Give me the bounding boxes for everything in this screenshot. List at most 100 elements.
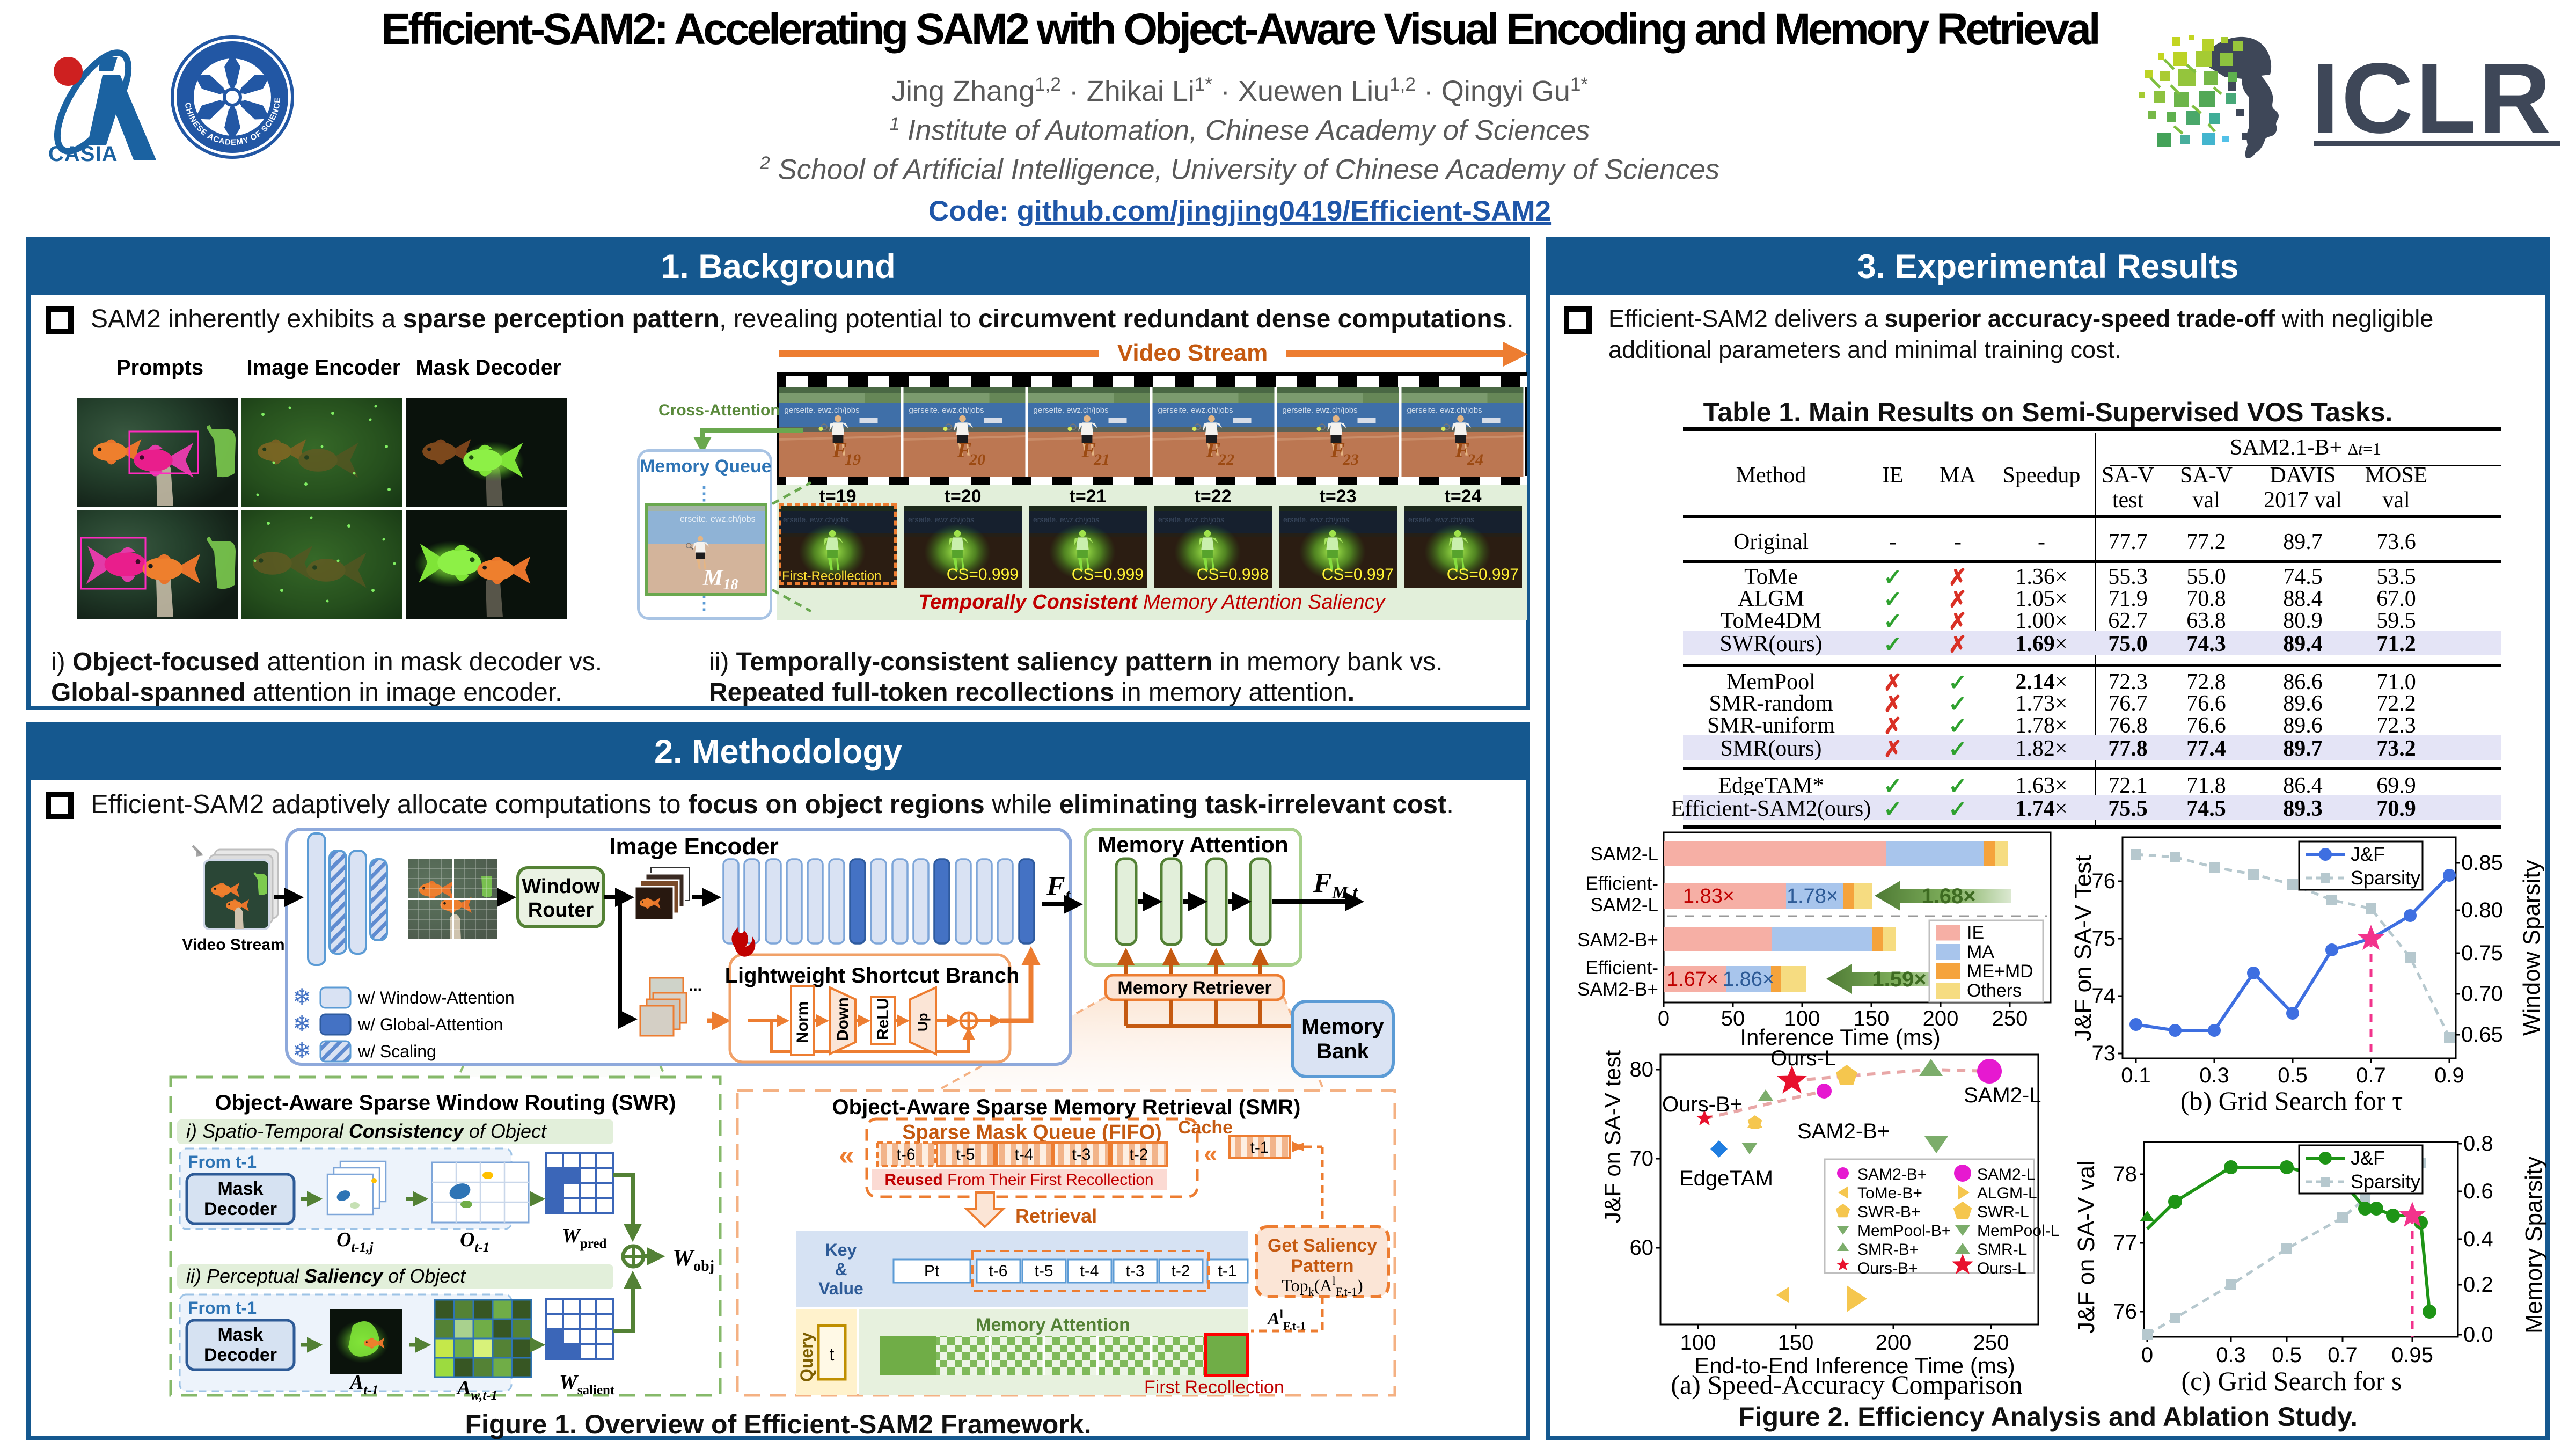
svg-text:Ours-B+: Ours-B+ bbox=[1662, 1093, 1743, 1116]
svg-text:Pt: Pt bbox=[924, 1262, 940, 1280]
svg-text:J&F on SA-V test: J&F on SA-V test bbox=[1600, 1050, 1625, 1223]
svg-text:SAM2-B+: SAM2-B+ bbox=[1797, 1119, 1890, 1143]
svg-text:Ours-L: Ours-L bbox=[1977, 1260, 2026, 1277]
svg-text:1.59×: 1.59× bbox=[1872, 968, 1926, 991]
svg-text:SAM2-B+: SAM2-B+ bbox=[1857, 1166, 1927, 1183]
svg-text:t-5: t-5 bbox=[1034, 1262, 1053, 1280]
svg-text:Memory Sparsity: Memory Sparsity bbox=[2521, 1157, 2547, 1334]
svg-text:0.5: 0.5 bbox=[2278, 1064, 2308, 1087]
svg-text:Cache: Cache bbox=[1178, 1117, 1233, 1138]
svg-text:0.0: 0.0 bbox=[2463, 1323, 2493, 1346]
svg-text:Sparsity: Sparsity bbox=[2351, 867, 2420, 889]
svg-text:Reused From Their First Recoll: Reused From Their First Recollection bbox=[884, 1171, 1153, 1189]
svg-text:0.70: 0.70 bbox=[2461, 982, 2503, 1006]
svg-text:MA: MA bbox=[1967, 942, 1994, 962]
svg-text:t-6: t-6 bbox=[896, 1146, 915, 1163]
svg-text:0.5: 0.5 bbox=[2272, 1343, 2302, 1367]
svg-text:MemPool-B+: MemPool-B+ bbox=[1857, 1222, 1951, 1240]
svg-text:Memory: Memory bbox=[1301, 1015, 1384, 1038]
svg-text:Memory Retriever: Memory Retriever bbox=[1117, 978, 1271, 998]
svg-text:Up: Up bbox=[914, 1013, 931, 1031]
svg-text:1.78×: 1.78× bbox=[1787, 885, 1838, 908]
svg-text:(a) Speed-Accuracy Comparison: (a) Speed-Accuracy Comparison bbox=[1671, 1370, 2022, 1400]
svg-text:SAM2-L: SAM2-L bbox=[1977, 1166, 2035, 1183]
svg-text:Pattern: Pattern bbox=[1291, 1256, 1353, 1276]
svg-text:Down: Down bbox=[834, 997, 852, 1041]
svg-text:❄: ❄ bbox=[292, 1038, 311, 1063]
svg-text:t-3: t-3 bbox=[1125, 1262, 1144, 1280]
svg-text:0.6: 0.6 bbox=[2463, 1180, 2493, 1203]
svg-text:Wsalient: Wsalient bbox=[559, 1371, 615, 1397]
svg-text:i) Spatio-Temporal Consistency: i) Spatio-Temporal Consistency of Object bbox=[186, 1120, 547, 1142]
svg-text:Image Encoder: Image Encoder bbox=[609, 833, 778, 860]
svg-text:0.3: 0.3 bbox=[2216, 1343, 2246, 1367]
svg-text:76: 76 bbox=[2092, 869, 2116, 893]
svg-text:Get Saliency: Get Saliency bbox=[1268, 1235, 1377, 1256]
svg-text:First Recollection: First Recollection bbox=[1144, 1377, 1284, 1397]
svg-text:FM,t: FM,t bbox=[1313, 868, 1358, 903]
svg-text:Query: Query bbox=[797, 1332, 816, 1382]
svg-text:74: 74 bbox=[2092, 984, 2116, 1008]
svg-text:Object-Aware Sparse Memory Ret: Object-Aware Sparse Memory Retrieval (SM… bbox=[832, 1095, 1301, 1119]
svg-text:ReLU: ReLU bbox=[874, 998, 892, 1040]
svg-text:t-5: t-5 bbox=[956, 1146, 975, 1163]
svg-text:Ot-1: Ot-1 bbox=[460, 1228, 489, 1255]
svg-text:Memory Attention: Memory Attention bbox=[1097, 832, 1288, 857]
svg-text:150: 150 bbox=[1854, 1007, 1890, 1030]
svg-text:0: 0 bbox=[2141, 1343, 2153, 1367]
svg-text:60: 60 bbox=[1630, 1236, 1654, 1260]
svg-text:❄: ❄ bbox=[292, 1011, 311, 1036]
svg-text:ToMe-B+: ToMe-B+ bbox=[1857, 1184, 1922, 1202]
svg-text:IE: IE bbox=[1967, 923, 1984, 943]
svg-text:t-1: t-1 bbox=[1250, 1139, 1269, 1157]
svg-text:CASIA: CASIA bbox=[48, 142, 118, 166]
svg-text:0.80: 0.80 bbox=[2461, 898, 2503, 922]
svg-text:«: « bbox=[1204, 1139, 1218, 1167]
svg-text:(c) Grid Search for s: (c) Grid Search for s bbox=[2182, 1366, 2402, 1396]
svg-text:76: 76 bbox=[2113, 1300, 2138, 1323]
svg-text:ii) Perceptual Saliency of Ob: ii) Perceptual Saliency of Object bbox=[186, 1265, 466, 1287]
svg-text:Window Sparsity: Window Sparsity bbox=[2519, 860, 2545, 1036]
svg-text:M18: M18 bbox=[702, 566, 738, 593]
svg-text:Inference Time (ms): Inference Time (ms) bbox=[1740, 1024, 1940, 1050]
svg-text:w/ Scaling: w/ Scaling bbox=[357, 1042, 436, 1061]
svg-text:SMR-B+: SMR-B+ bbox=[1857, 1241, 1919, 1258]
svg-text:200: 200 bbox=[1923, 1007, 1959, 1030]
svg-text:Router: Router bbox=[528, 899, 594, 921]
svg-text:erseite. ewz.ch/jobs: erseite. ewz.ch/jobs bbox=[680, 515, 756, 524]
svg-text:0.1: 0.1 bbox=[2121, 1064, 2151, 1087]
svg-text:Ours-L: Ours-L bbox=[1770, 1046, 1836, 1070]
svg-text:0.85: 0.85 bbox=[2461, 851, 2503, 875]
svg-text:77: 77 bbox=[2113, 1231, 2138, 1255]
svg-text:70: 70 bbox=[1630, 1147, 1654, 1170]
svg-text:Object-Aware Sparse Window Rou: Object-Aware Sparse Window Routing (SWR) bbox=[215, 1091, 676, 1115]
svg-text:150: 150 bbox=[1778, 1331, 1814, 1355]
svg-text:100: 100 bbox=[1680, 1331, 1716, 1355]
svg-text:Ot-1,j: Ot-1,j bbox=[336, 1228, 374, 1255]
svg-text:From t-1: From t-1 bbox=[188, 1298, 257, 1318]
svg-text:Retrieval: Retrieval bbox=[1015, 1205, 1097, 1227]
svg-text:ICLR: ICLR bbox=[2311, 43, 2553, 154]
svg-text:Wpred: Wpred bbox=[562, 1225, 606, 1251]
svg-text:SAM2-L: SAM2-L bbox=[1964, 1084, 2041, 1107]
svg-text:78: 78 bbox=[2113, 1162, 2138, 1186]
svg-text:❄: ❄ bbox=[292, 984, 311, 1009]
svg-text:0.7: 0.7 bbox=[2328, 1343, 2358, 1367]
svg-text:End-to-End Inference Time (ms): End-to-End Inference Time (ms) bbox=[1694, 1353, 2015, 1378]
svg-text:Bank: Bank bbox=[1316, 1040, 1370, 1063]
svg-text:SMR-L: SMR-L bbox=[1977, 1241, 2027, 1258]
svg-text:Efficient-: Efficient- bbox=[1585, 873, 1658, 894]
svg-text:Video Stream: Video Stream bbox=[182, 936, 284, 954]
svg-text:Others: Others bbox=[1967, 980, 2022, 1001]
svg-text:Window: Window bbox=[522, 875, 600, 898]
svg-text:w/ Window-Attention: w/ Window-Attention bbox=[357, 988, 515, 1007]
svg-text:0.9: 0.9 bbox=[2434, 1064, 2464, 1087]
svg-text:0.7: 0.7 bbox=[2356, 1064, 2386, 1087]
svg-text:1.86×: 1.86× bbox=[1723, 968, 1774, 991]
svg-text:100: 100 bbox=[1784, 1007, 1820, 1030]
svg-text:EdgeTAM: EdgeTAM bbox=[1679, 1167, 1773, 1190]
svg-text:Lightweight Shortcut Branch: Lightweight Shortcut Branch bbox=[725, 964, 1020, 987]
svg-text:J&F on SA-V val: J&F on SA-V val bbox=[2073, 1160, 2099, 1334]
svg-text:SWR-L: SWR-L bbox=[1977, 1203, 2029, 1221]
svg-text:SAM2-L: SAM2-L bbox=[1591, 895, 1658, 916]
